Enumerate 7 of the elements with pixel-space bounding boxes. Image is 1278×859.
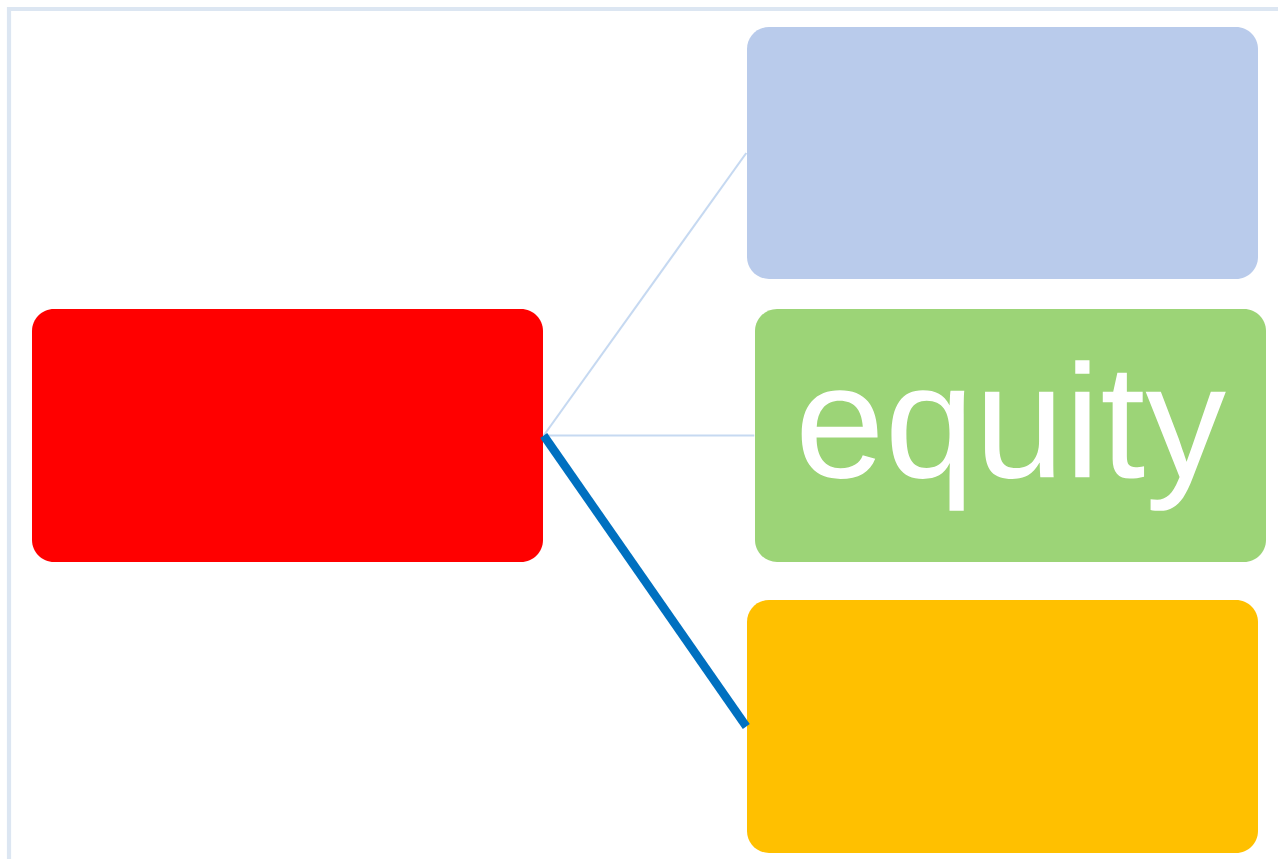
rounded-box	[747, 27, 1258, 279]
rounded-box	[32, 309, 543, 562]
connector-line	[543, 434, 755, 437]
connector-line	[542, 152, 748, 437]
text-box: equity	[755, 309, 1266, 562]
rounded-box	[747, 600, 1258, 853]
connector-line	[540, 433, 750, 729]
